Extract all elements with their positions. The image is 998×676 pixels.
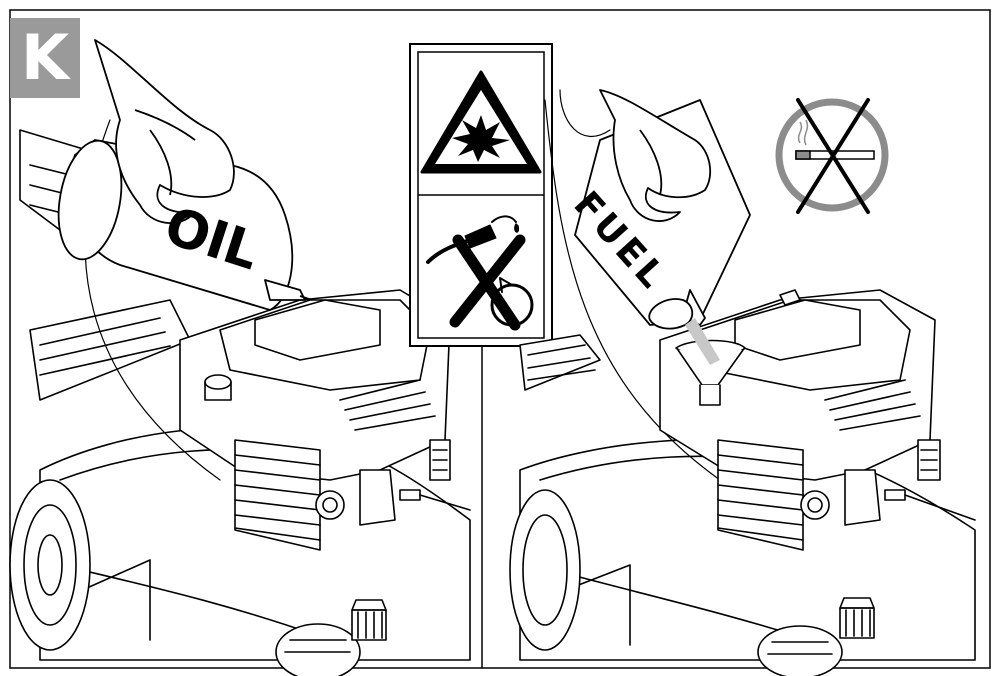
section-badge: K bbox=[10, 18, 80, 98]
explosion-warning-icon bbox=[420, 70, 542, 174]
no-smoking-icon bbox=[775, 98, 889, 214]
fuel-can-illustration bbox=[574, 89, 751, 365]
outer-frame bbox=[9, 9, 991, 669]
right-mower-illustration bbox=[509, 89, 976, 676]
no-refuel-hot-engine-icon bbox=[426, 215, 534, 331]
oil-can-illustration bbox=[57, 39, 313, 311]
